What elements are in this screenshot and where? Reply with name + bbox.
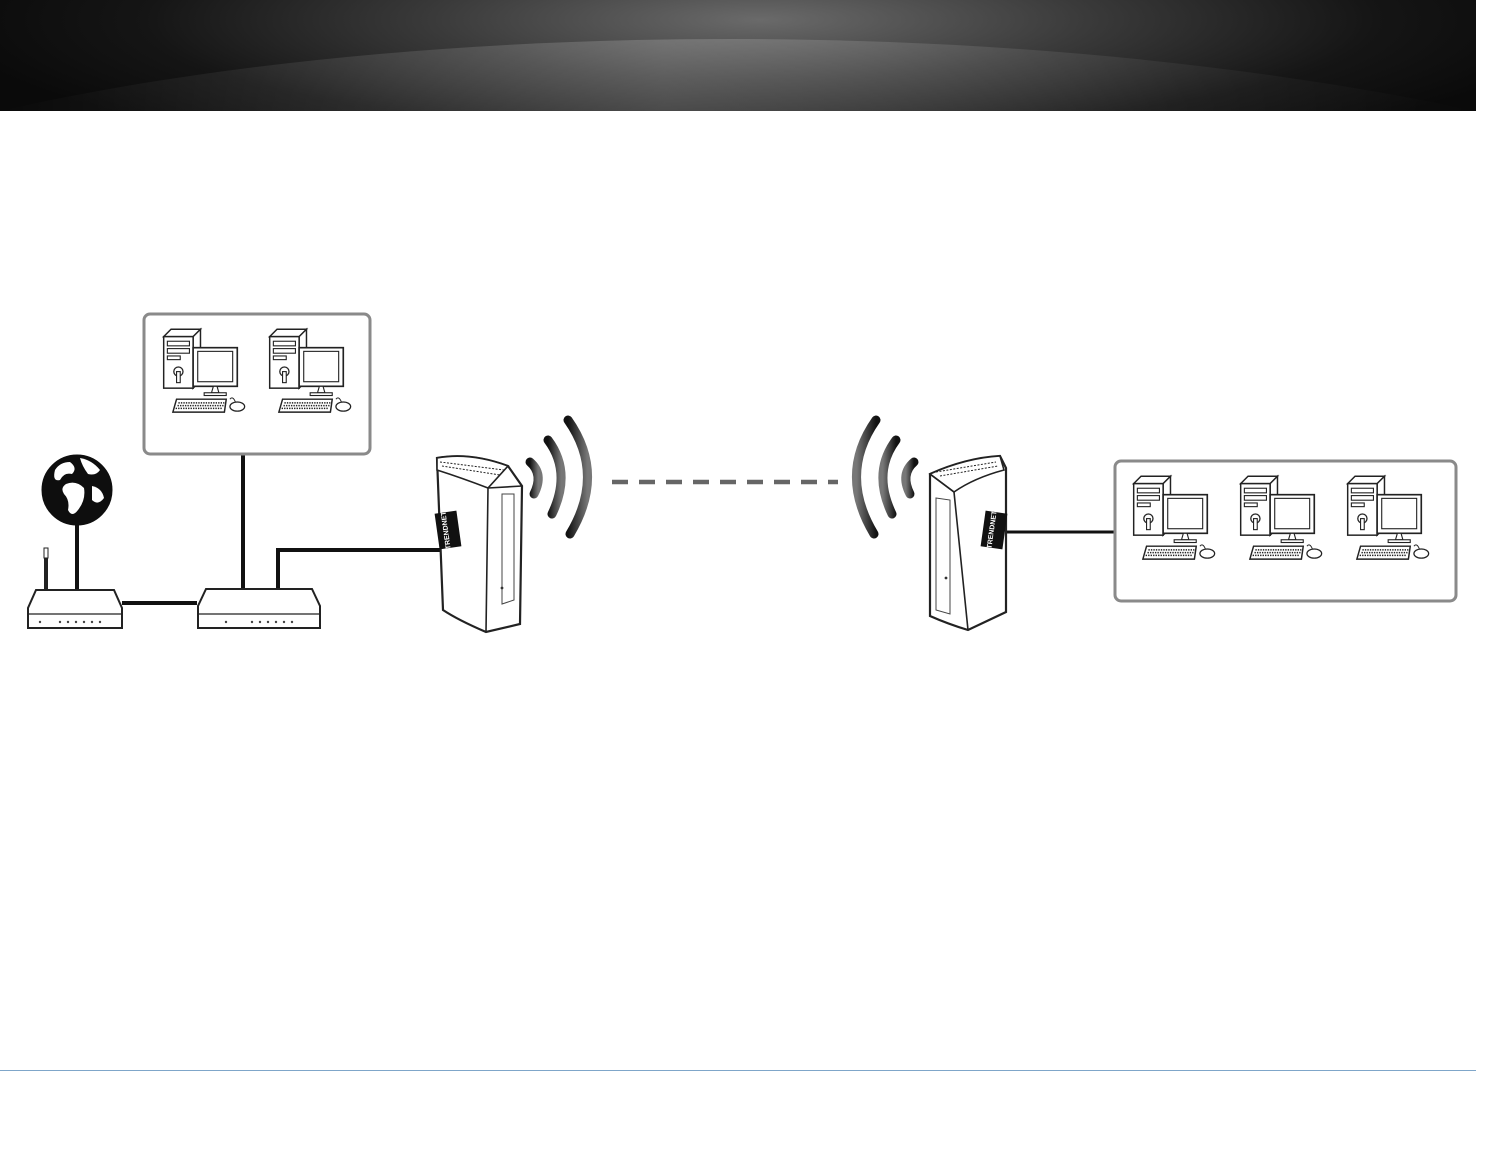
footer-divider [0,1070,1476,1071]
link-switch-ap [278,550,440,588]
signal-waves-right [856,420,914,534]
access-point-left: TRENDNET [435,456,522,632]
signal-waves-left [530,420,588,534]
computer-group-right [1115,461,1456,601]
globe-icon [43,456,111,524]
access-point-right: TRENDNET [930,456,1007,630]
network-switch [198,589,320,628]
computer-group-left [144,314,370,454]
